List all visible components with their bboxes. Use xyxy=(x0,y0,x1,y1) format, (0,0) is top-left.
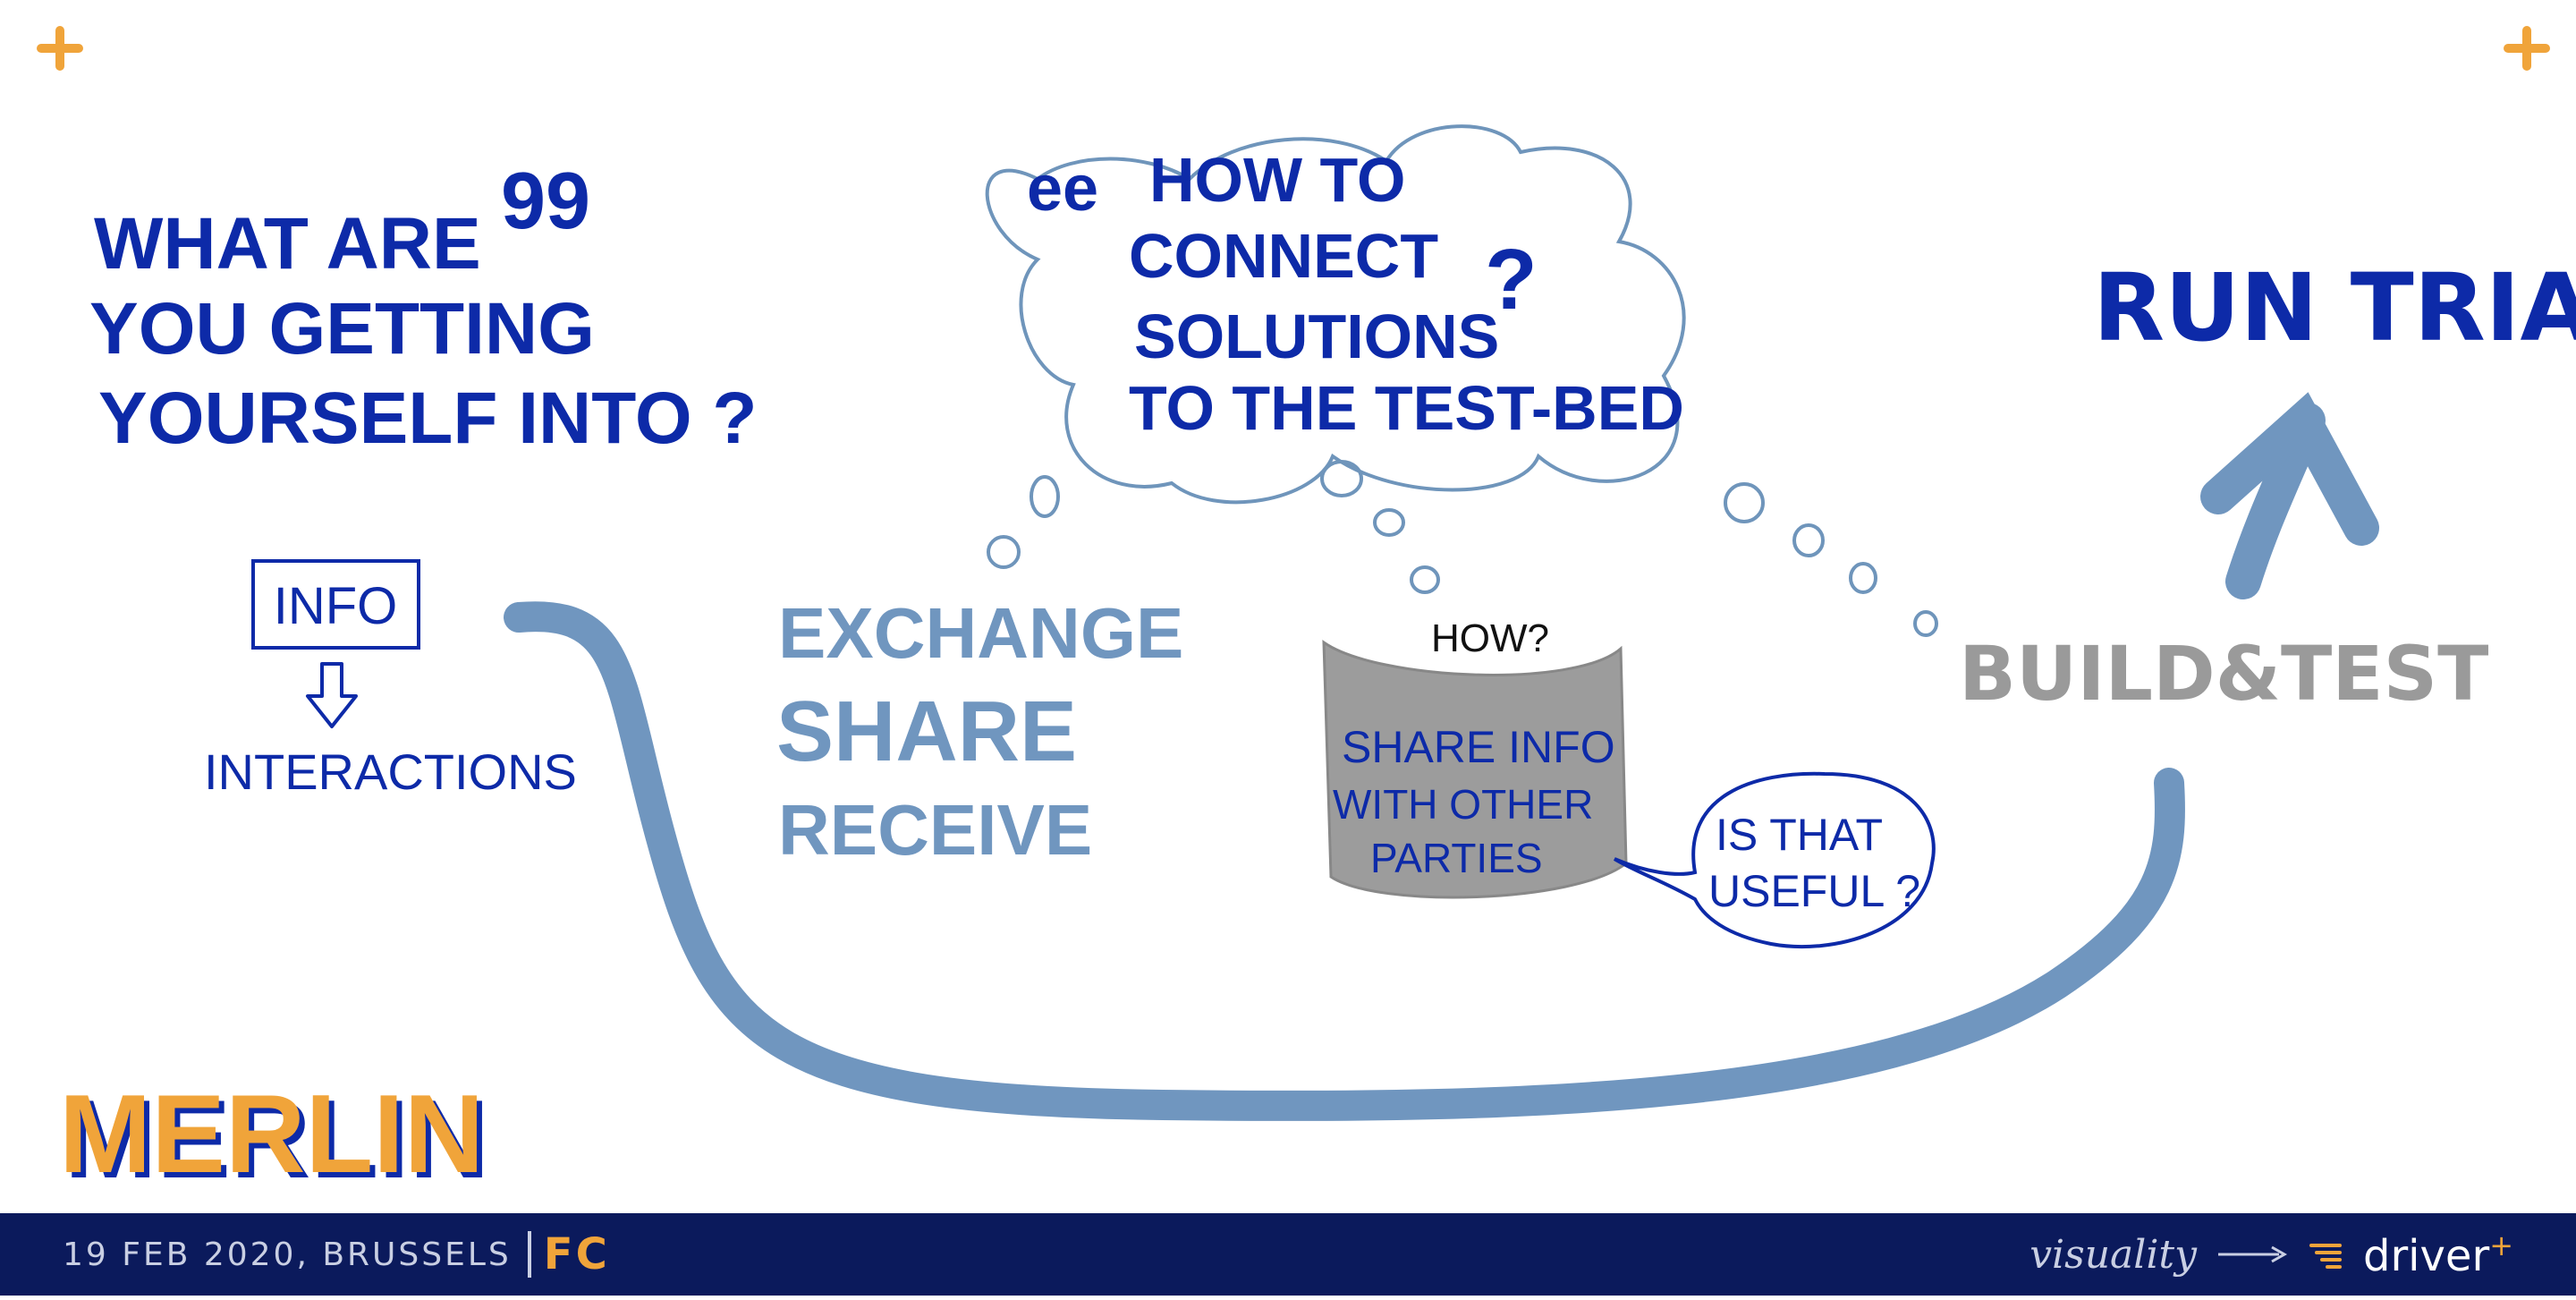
scroll-line-3: PARTIES xyxy=(1370,835,1543,881)
footer-right: visuality driver+ xyxy=(2029,1228,2513,1281)
merlin-logo: MERLIN MERLIN xyxy=(59,1073,489,1202)
thought-text: ee HOW TO CONNECT SOLUTIONS TO THE TEST-… xyxy=(1027,145,1684,443)
heading-line-3: YOURSELF INTO ? xyxy=(98,378,758,459)
driver-wordmark: driver xyxy=(2362,1230,2490,1281)
speech-line-2: USEFUL ? xyxy=(1708,866,1920,916)
footer-date-location: 19 FEB 2020, BRUSSELS xyxy=(63,1236,512,1273)
plus-icon xyxy=(37,26,83,71)
exchange-line-1: EXCHANGE xyxy=(778,593,1183,673)
heading-left: WHAT ARE YOU GETTING YOURSELF INTO ? 99 xyxy=(89,157,758,459)
scroll-icon xyxy=(1322,640,1628,899)
info-box xyxy=(251,559,420,650)
thought-line-4: TO THE TEST-BED xyxy=(1129,373,1684,443)
driver-plus: + xyxy=(2489,1228,2513,1262)
thought-line-2: CONNECT xyxy=(1129,221,1438,291)
driver-logo: driver+ xyxy=(2363,1228,2513,1281)
speed-lines-icon xyxy=(2309,1244,2342,1269)
scroll-line-2: WITH OTHER xyxy=(1333,781,1593,828)
thought-trail-dots xyxy=(987,460,1938,637)
arrow-right-icon xyxy=(2217,1245,2287,1263)
run-trial-label: RUN TRIAL xyxy=(2093,253,2576,362)
speech-line-1: IS THAT xyxy=(1716,810,1883,860)
svg-text:MERLIN: MERLIN xyxy=(59,1073,484,1196)
thought-line-3: SOLUTIONS xyxy=(1134,302,1499,371)
journey-curve xyxy=(504,601,2185,1121)
exchange-line-2: SHARE xyxy=(776,684,1077,779)
footer-left: 19 FEB 2020, BRUSSELS FC xyxy=(63,1229,610,1279)
info-label: INFO xyxy=(274,577,398,635)
speech-bubble-text: IS THAT USEFUL ? xyxy=(1708,810,1920,916)
speech-bubble-icon xyxy=(1613,771,1936,948)
svg-text:MERLIN: MERLIN xyxy=(64,1078,489,1202)
thought-cloud-icon xyxy=(985,124,1686,505)
quote-mark: 99 xyxy=(501,157,590,246)
footer-separator xyxy=(527,1231,531,1278)
scroll-caption: HOW? xyxy=(1431,616,1549,660)
heading-line-1: WHAT ARE xyxy=(94,203,481,285)
down-arrow-icon xyxy=(306,662,358,728)
build-test-label: BUILD&TEST xyxy=(1959,630,2488,718)
thought-question: ? xyxy=(1485,232,1538,327)
scroll-text: SHARE INFO WITH OTHER PARTIES xyxy=(1333,722,1615,881)
scroll-line-1: SHARE INFO xyxy=(1342,722,1615,772)
footer-initials: FC xyxy=(543,1229,610,1279)
thought-line-1: HOW TO xyxy=(1149,145,1405,215)
exchange-block: EXCHANGE SHARE RECEIVE xyxy=(776,593,1183,870)
plus-icon xyxy=(2504,26,2550,71)
visuality-logo: visuality xyxy=(2029,1231,2197,1278)
heading-line-2: YOU GETTING xyxy=(89,288,595,370)
thought-quote-mark: ee xyxy=(1027,153,1098,225)
exchange-line-3: RECEIVE xyxy=(778,790,1092,870)
footer-bar: 19 FEB 2020, BRUSSELS FC visuality drive… xyxy=(0,1213,2576,1296)
interactions-label: INTERACTIONS xyxy=(204,743,577,800)
up-arrow-icon xyxy=(2200,392,2379,599)
